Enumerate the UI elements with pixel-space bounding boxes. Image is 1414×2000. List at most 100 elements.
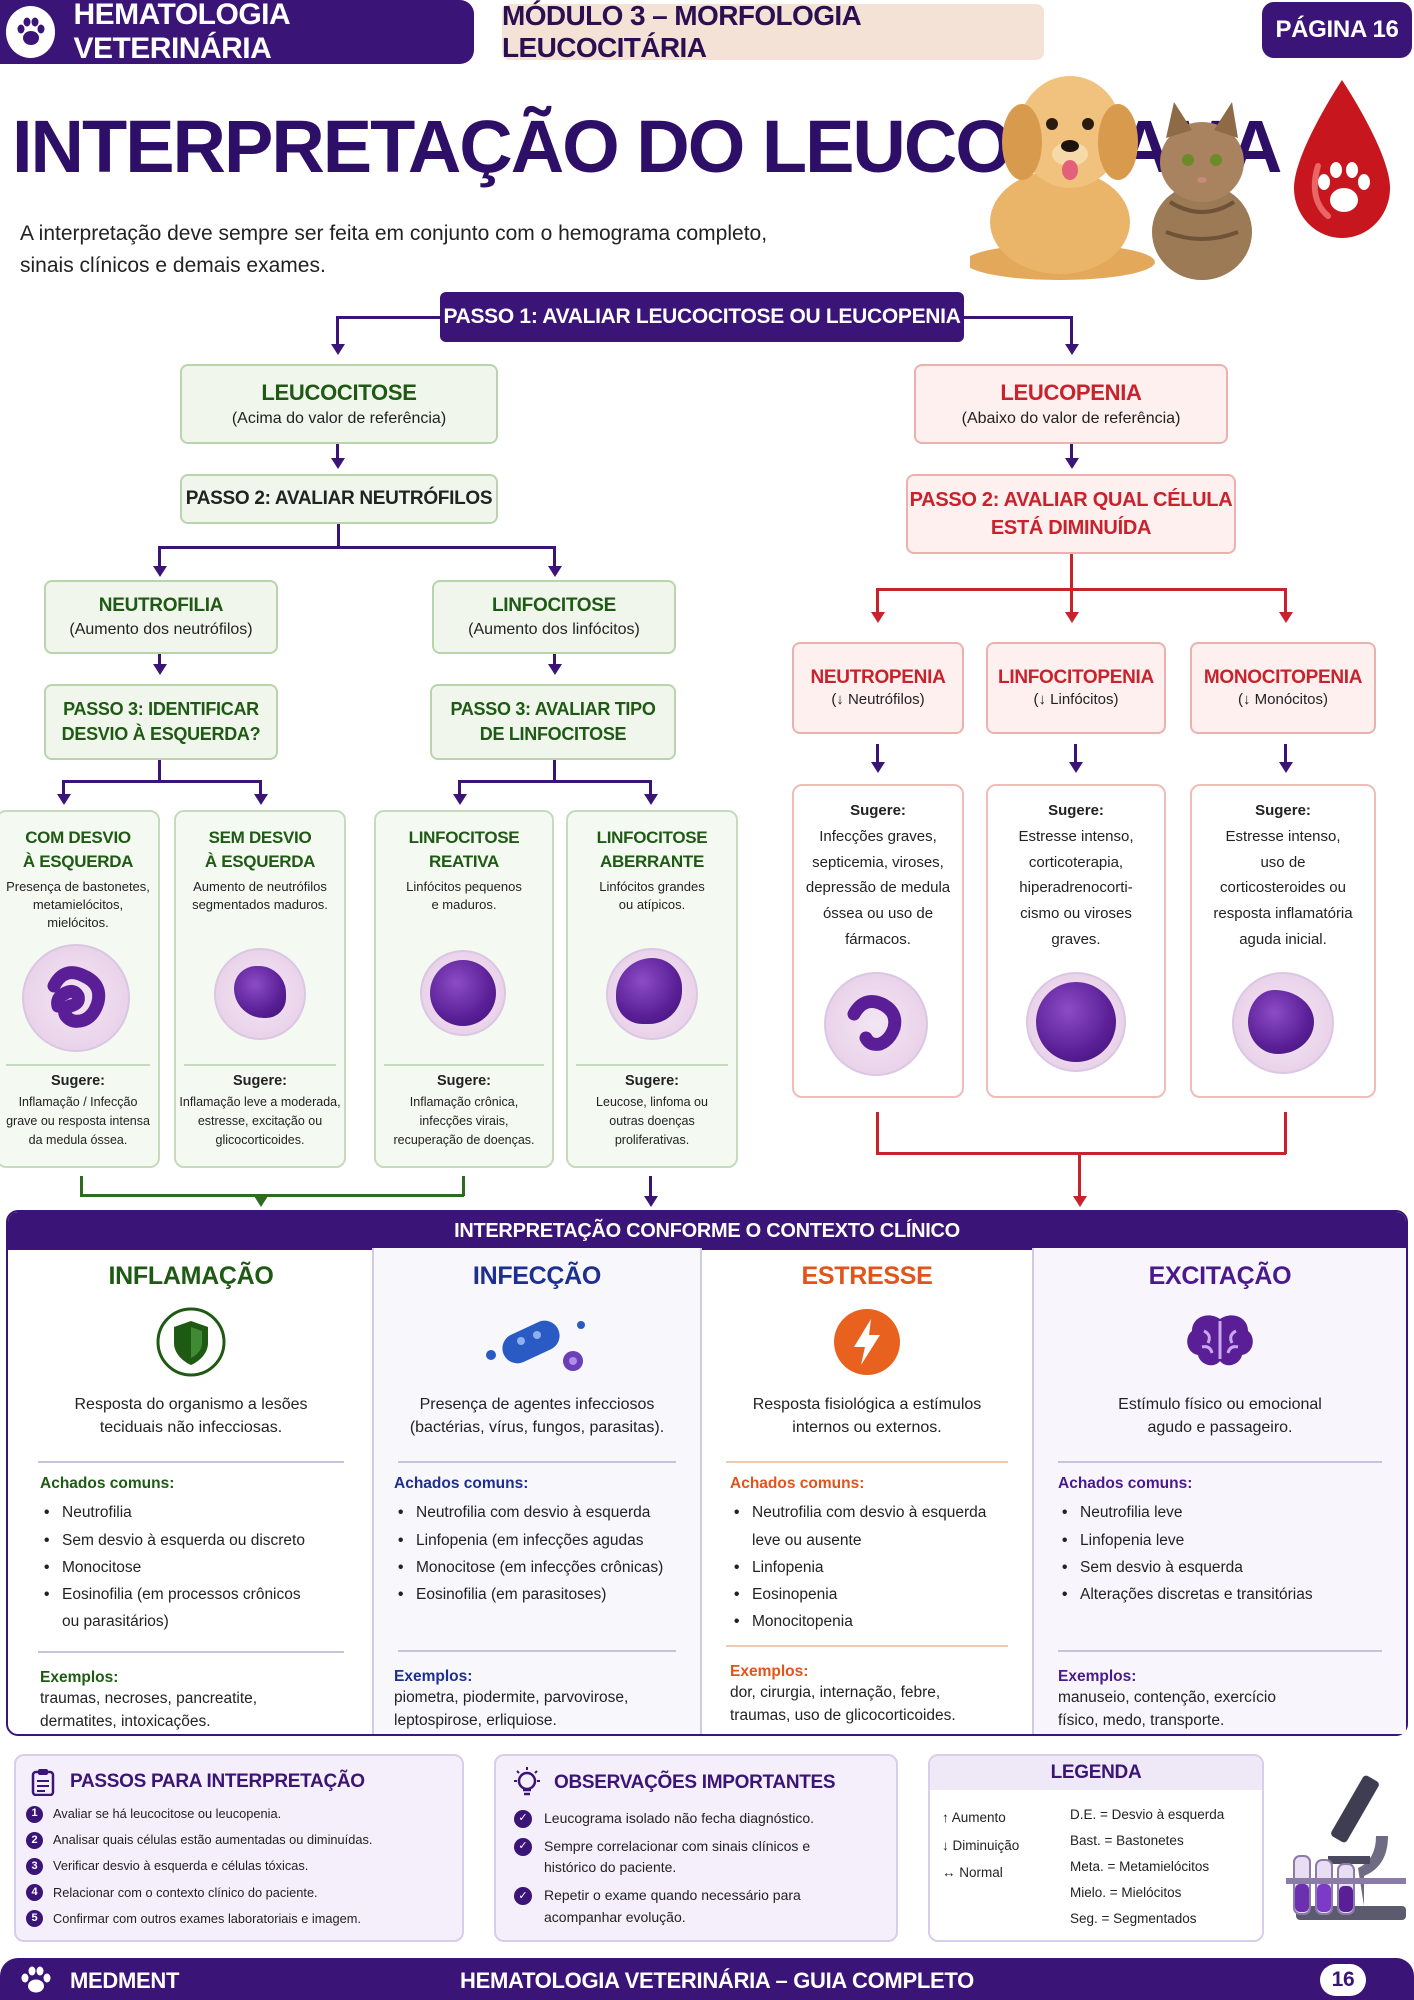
connector	[964, 316, 1072, 319]
neutrofilia-box: NEUTROFILIA (Aumento dos neutrófilos)	[44, 580, 278, 654]
card-sep	[184, 1064, 336, 1066]
nucleus	[234, 966, 286, 1018]
connector	[876, 744, 879, 762]
linfocitopenia-box: LINFOCITOPENIA(↓ Linfócitos)	[986, 642, 1166, 734]
intro-text: A interpretação deve sempre ser feita em…	[20, 222, 768, 277]
step2-left-box: PASSO 2: AVALIAR NEUTRÓFILOS	[180, 474, 498, 524]
connector	[158, 546, 556, 549]
connector	[553, 760, 556, 782]
clipboard-icon	[31, 1769, 55, 1796]
col-divider	[700, 1248, 702, 1734]
col-estresse: ESTRESSE Resposta fisiológica a estímulo…	[702, 1246, 1032, 1736]
arrow	[1065, 458, 1079, 469]
arrow	[1065, 612, 1079, 623]
connector	[158, 760, 161, 782]
connector	[1074, 744, 1077, 762]
connector	[158, 654, 161, 666]
card-sep	[6, 1064, 150, 1066]
connector	[876, 588, 1286, 591]
monocitopenia-box: MONOCITOPENIA(↓ Monócitos)	[1190, 642, 1376, 734]
penia-text: Sugere: Estresse intenso,corticoterapia,…	[1018, 802, 1134, 948]
col-divider	[372, 1248, 374, 1734]
connector	[62, 780, 65, 796]
nucleus	[1248, 990, 1314, 1054]
connector	[649, 1176, 652, 1196]
connector	[553, 654, 556, 666]
leucocitose-box: LEUCOCITOSE (Acima do valor de referênci…	[180, 364, 498, 444]
connector	[462, 1176, 465, 1196]
connector	[337, 524, 340, 548]
card-sugere: Sugere: Inflamação leve a moderada,estre…	[179, 1073, 341, 1147]
microscope-illustration	[1286, 1775, 1406, 1920]
col-inflamacao: INFLAMAÇÃO Resposta do organismo a lesõe…	[10, 1246, 372, 1736]
footer-bar: MEDMENT HEMATOLOGIA VETERINÁRIA – GUIA C…	[0, 1958, 1414, 2000]
connector	[876, 1112, 879, 1154]
connector	[1070, 554, 1073, 590]
connector	[80, 1176, 83, 1196]
dog-cat-illustration	[970, 76, 1252, 280]
neutropenia-box: NEUTROPENIA(↓ Neutrófilos)	[792, 642, 964, 734]
arrow	[871, 612, 885, 623]
connector	[876, 588, 879, 612]
step1-banner: PASSO 1: AVALIAR LEUCOCITOSE OU LEUCOPEN…	[440, 292, 964, 342]
card-sep	[384, 1064, 544, 1066]
arrow	[453, 794, 467, 805]
arrow	[871, 762, 885, 773]
arrow	[153, 566, 167, 577]
connector	[158, 546, 161, 568]
neutrophil-cell-image	[824, 972, 928, 1076]
arrow	[254, 1196, 268, 1207]
arrow	[1279, 762, 1293, 773]
course-badge: HEMATOLOGIA VETERINÁRIA	[0, 0, 474, 65]
check-icon: ✓	[514, 1887, 532, 1906]
check-icon: ✓	[514, 1810, 532, 1828]
connector	[458, 780, 461, 796]
arrow	[57, 794, 71, 805]
linfocitose-box: LINFOCITOSE (Aumento dos linfócitos)	[432, 580, 676, 654]
lightning-icon	[834, 1309, 900, 1375]
lightbulb-icon	[514, 1767, 540, 1796]
connector	[259, 780, 262, 796]
connector	[338, 316, 440, 319]
connector	[1284, 588, 1287, 612]
connector	[1284, 744, 1287, 762]
paw-icon	[21, 1966, 51, 1993]
arrow	[548, 566, 562, 577]
arrow	[644, 1196, 658, 1207]
bacteria-icon	[486, 1320, 585, 1371]
nucleus	[616, 958, 682, 1024]
shield-icon	[156, 1307, 226, 1377]
arrow	[644, 794, 658, 805]
course-title: HEMATOLOGIA VETERINÁRIA	[73, 0, 290, 65]
footer-page-number: 16	[1320, 1964, 1366, 1996]
connector	[1070, 444, 1073, 460]
connector	[1070, 316, 1073, 346]
observacoes-box: OBSERVAÇÕES IMPORTANTES ✓Leucograma isol…	[494, 1754, 898, 1942]
context-header: INTERPRETAÇÃO CONFORME O CONTEXTO CLÍNIC…	[8, 1212, 1406, 1250]
penia-text: Sugere: Infecções graves,septicemia, vir…	[805, 802, 951, 948]
connector	[649, 780, 652, 796]
connector	[876, 1152, 1286, 1155]
brain-icon	[1187, 1315, 1253, 1366]
paw-logo-icon	[6, 6, 56, 58]
arrow	[1279, 612, 1293, 623]
arrow	[1069, 762, 1083, 773]
connector	[553, 546, 556, 568]
connector	[336, 316, 339, 346]
connector	[1070, 590, 1073, 612]
arrow	[1073, 1196, 1087, 1207]
arrow	[1065, 344, 1079, 355]
connector	[1284, 1112, 1287, 1154]
leucopenia-box: LEUCOPENIA (Abaixo do valor de referênci…	[914, 364, 1228, 444]
connector	[1078, 1152, 1081, 1196]
